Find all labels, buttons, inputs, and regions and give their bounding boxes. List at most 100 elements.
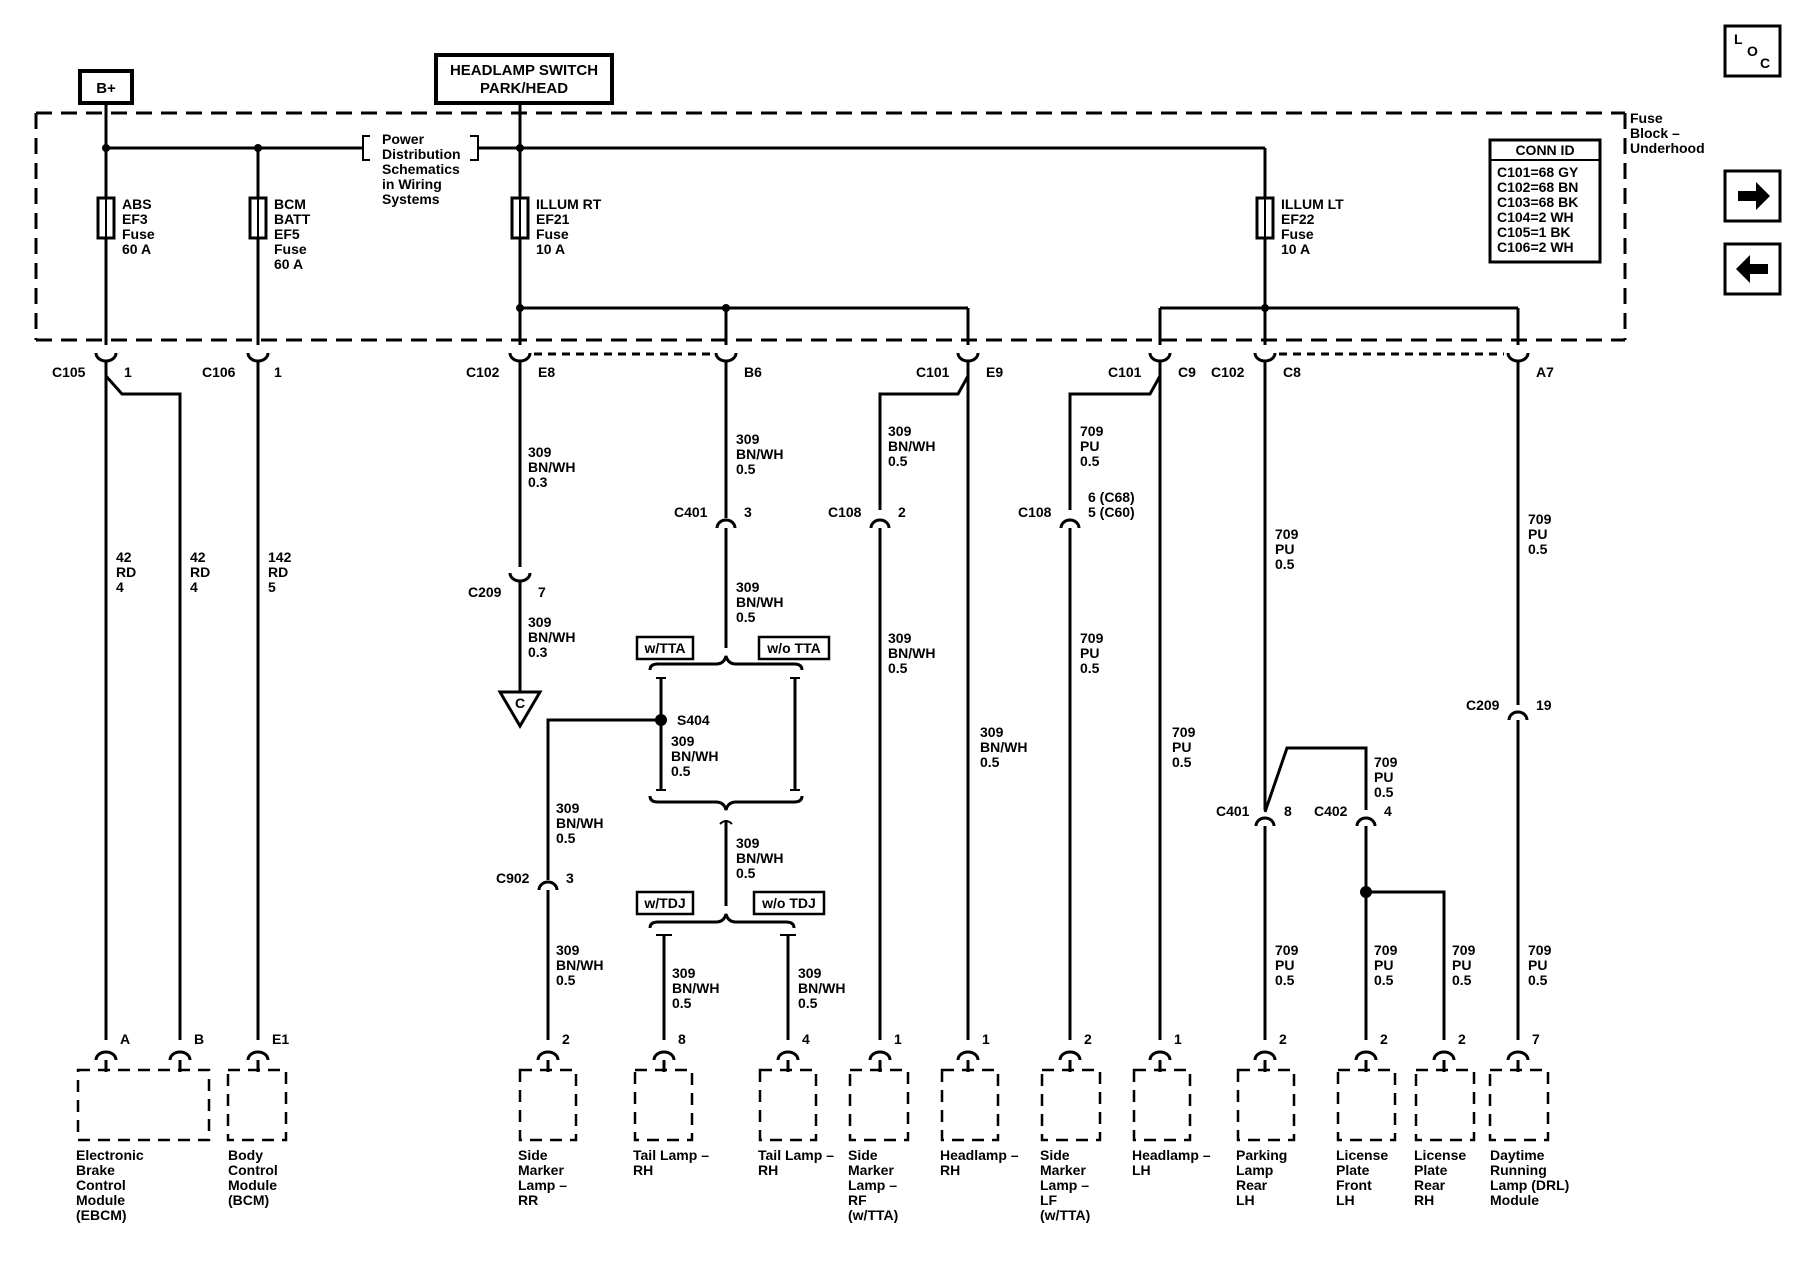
svg-text:10 A: 10 A bbox=[536, 241, 565, 257]
svg-text:C401: C401 bbox=[1216, 803, 1250, 819]
component-label-line: Daytime bbox=[1490, 1147, 1545, 1163]
svg-text:Fuse: Fuse bbox=[536, 226, 569, 242]
svg-text:Power: Power bbox=[382, 131, 425, 147]
component-label-line: (BCM) bbox=[228, 1192, 269, 1208]
wire-309-tail-lamp-8: 309 BN/WH 0.5 bbox=[656, 934, 719, 1040]
svg-text:309: 309 bbox=[528, 444, 552, 460]
svg-text:CONN ID: CONN ID bbox=[1515, 142, 1574, 158]
svg-text:BN/WH: BN/WH bbox=[736, 850, 783, 866]
component-outline bbox=[1040, 1068, 1102, 1142]
component-label-line: Module bbox=[1490, 1192, 1539, 1208]
svg-text:309: 309 bbox=[736, 431, 760, 447]
svg-text:PU: PU bbox=[1528, 957, 1547, 973]
svg-text:7: 7 bbox=[538, 584, 546, 600]
fuse-bcm-batt-ef5: BCM BATT EF5 Fuse 60 A bbox=[248, 148, 311, 272]
svg-text:PARK/HEAD: PARK/HEAD bbox=[480, 80, 568, 97]
svg-text:Systems: Systems bbox=[382, 191, 440, 207]
component-outline bbox=[1236, 1068, 1296, 1142]
svg-text:0.5: 0.5 bbox=[888, 660, 908, 676]
svg-text:0.5: 0.5 bbox=[1275, 556, 1295, 572]
svg-text:0.5: 0.5 bbox=[736, 865, 756, 881]
wire-309-s404: 309 BN/WH 0.5 bbox=[671, 733, 718, 779]
svg-text:60 A: 60 A bbox=[122, 241, 151, 257]
svg-text:309: 309 bbox=[888, 630, 912, 646]
power-distribution-note: Power Distribution Schematics in Wiring … bbox=[362, 131, 479, 207]
tta-branches bbox=[656, 677, 800, 791]
svg-text:4: 4 bbox=[1384, 803, 1392, 819]
connector-c101-e9: C101 E9 bbox=[916, 351, 1003, 380]
component-pin-label: B bbox=[194, 1031, 204, 1047]
svg-text:RD: RD bbox=[116, 564, 136, 580]
component-label-line: Marker bbox=[848, 1162, 894, 1178]
connector-c106: C106 1 bbox=[202, 351, 282, 380]
svg-text:EF22: EF22 bbox=[1281, 211, 1315, 227]
component-label-line: Electronic bbox=[76, 1147, 144, 1163]
component-label-line: RF bbox=[848, 1192, 867, 1208]
component-pin-label: 2 bbox=[1084, 1031, 1092, 1047]
svg-text:in Wiring: in Wiring bbox=[382, 176, 442, 192]
svg-text:0.5: 0.5 bbox=[1275, 972, 1295, 988]
component-label-line: Lamp bbox=[1236, 1162, 1273, 1178]
loc-button[interactable]: L O C bbox=[1723, 24, 1782, 78]
svg-text:C209: C209 bbox=[468, 584, 502, 600]
tta-option-bracket-top bbox=[648, 655, 804, 671]
component-label-line: Running bbox=[1490, 1162, 1547, 1178]
component-outline bbox=[1132, 1068, 1192, 1142]
svg-text:C402: C402 bbox=[1314, 803, 1348, 819]
connector-b6: B6 bbox=[714, 351, 762, 380]
svg-text:0.5: 0.5 bbox=[736, 461, 756, 477]
svg-text:w/o TDJ: w/o TDJ bbox=[761, 895, 816, 911]
component-label-line: Rear bbox=[1236, 1177, 1268, 1193]
svg-text:BN/WH: BN/WH bbox=[888, 645, 935, 661]
connector-c401-8: C401 8 bbox=[1216, 803, 1292, 828]
svg-text:ILLUM LT: ILLUM LT bbox=[1281, 196, 1344, 212]
svg-text:0.5: 0.5 bbox=[1528, 541, 1548, 557]
connector-c108-6: C108 6 (C68) 5 (C60) bbox=[1018, 489, 1135, 530]
component-outline bbox=[1414, 1068, 1476, 1142]
svg-text:C9: C9 bbox=[1178, 364, 1196, 380]
svg-text:4: 4 bbox=[190, 579, 198, 595]
component-label-line: Plate bbox=[1414, 1162, 1448, 1178]
option-wo-tdj: w/o TDJ bbox=[752, 890, 826, 916]
svg-text:709: 709 bbox=[1172, 724, 1196, 740]
svg-text:BN/WH: BN/WH bbox=[736, 594, 783, 610]
component-label-line: Side bbox=[1040, 1147, 1070, 1163]
svg-text:w/TDJ: w/TDJ bbox=[643, 895, 685, 911]
component-label-line: Lamp – bbox=[518, 1177, 567, 1193]
component-label-line: LH bbox=[1236, 1192, 1255, 1208]
component-label-line: Side bbox=[848, 1147, 878, 1163]
component-label-line: LH bbox=[1132, 1162, 1151, 1178]
component-terminal bbox=[1058, 1050, 1082, 1061]
svg-text:B6: B6 bbox=[744, 364, 762, 380]
svg-text:w/o TTA: w/o TTA bbox=[766, 640, 820, 656]
connector-c105: C105 1 bbox=[52, 351, 132, 380]
svg-text:PU: PU bbox=[1275, 957, 1294, 973]
component-label-line: Lamp – bbox=[1040, 1177, 1089, 1193]
svg-text:BN/WH: BN/WH bbox=[528, 629, 575, 645]
svg-text:Distribution: Distribution bbox=[382, 146, 461, 162]
connector-c402-4: C402 4 bbox=[1314, 803, 1392, 828]
wire-309-c209: 309 BN/WH 0.3 bbox=[518, 582, 575, 692]
component-outline bbox=[758, 1068, 818, 1142]
svg-text:PU: PU bbox=[1080, 438, 1099, 454]
svg-text:709: 709 bbox=[1528, 511, 1552, 527]
previous-page-button[interactable] bbox=[1723, 242, 1782, 296]
svg-text:C209: C209 bbox=[1466, 697, 1500, 713]
wire-709-license-rear: 709 PU 0.5 bbox=[1366, 890, 1476, 1040]
next-page-button[interactable] bbox=[1723, 169, 1782, 223]
svg-text:EF5: EF5 bbox=[274, 226, 300, 242]
component-pin-label: 2 bbox=[562, 1031, 570, 1047]
tta-option-bracket-bottom bbox=[648, 795, 804, 811]
svg-text:0.3: 0.3 bbox=[528, 644, 548, 660]
component-terminal bbox=[1506, 1050, 1530, 1061]
svg-text:PU: PU bbox=[1374, 957, 1393, 973]
headlamp-switch-box: HEADLAMP SWITCH PARK/HEAD bbox=[434, 53, 614, 105]
svg-text:O: O bbox=[1747, 43, 1758, 59]
svg-text:C106=2 WH: C106=2 WH bbox=[1497, 239, 1574, 255]
connector-c401-3: C401 3 bbox=[674, 504, 752, 530]
component-label-line: RH bbox=[1414, 1192, 1434, 1208]
svg-text:Fuse: Fuse bbox=[122, 226, 155, 242]
